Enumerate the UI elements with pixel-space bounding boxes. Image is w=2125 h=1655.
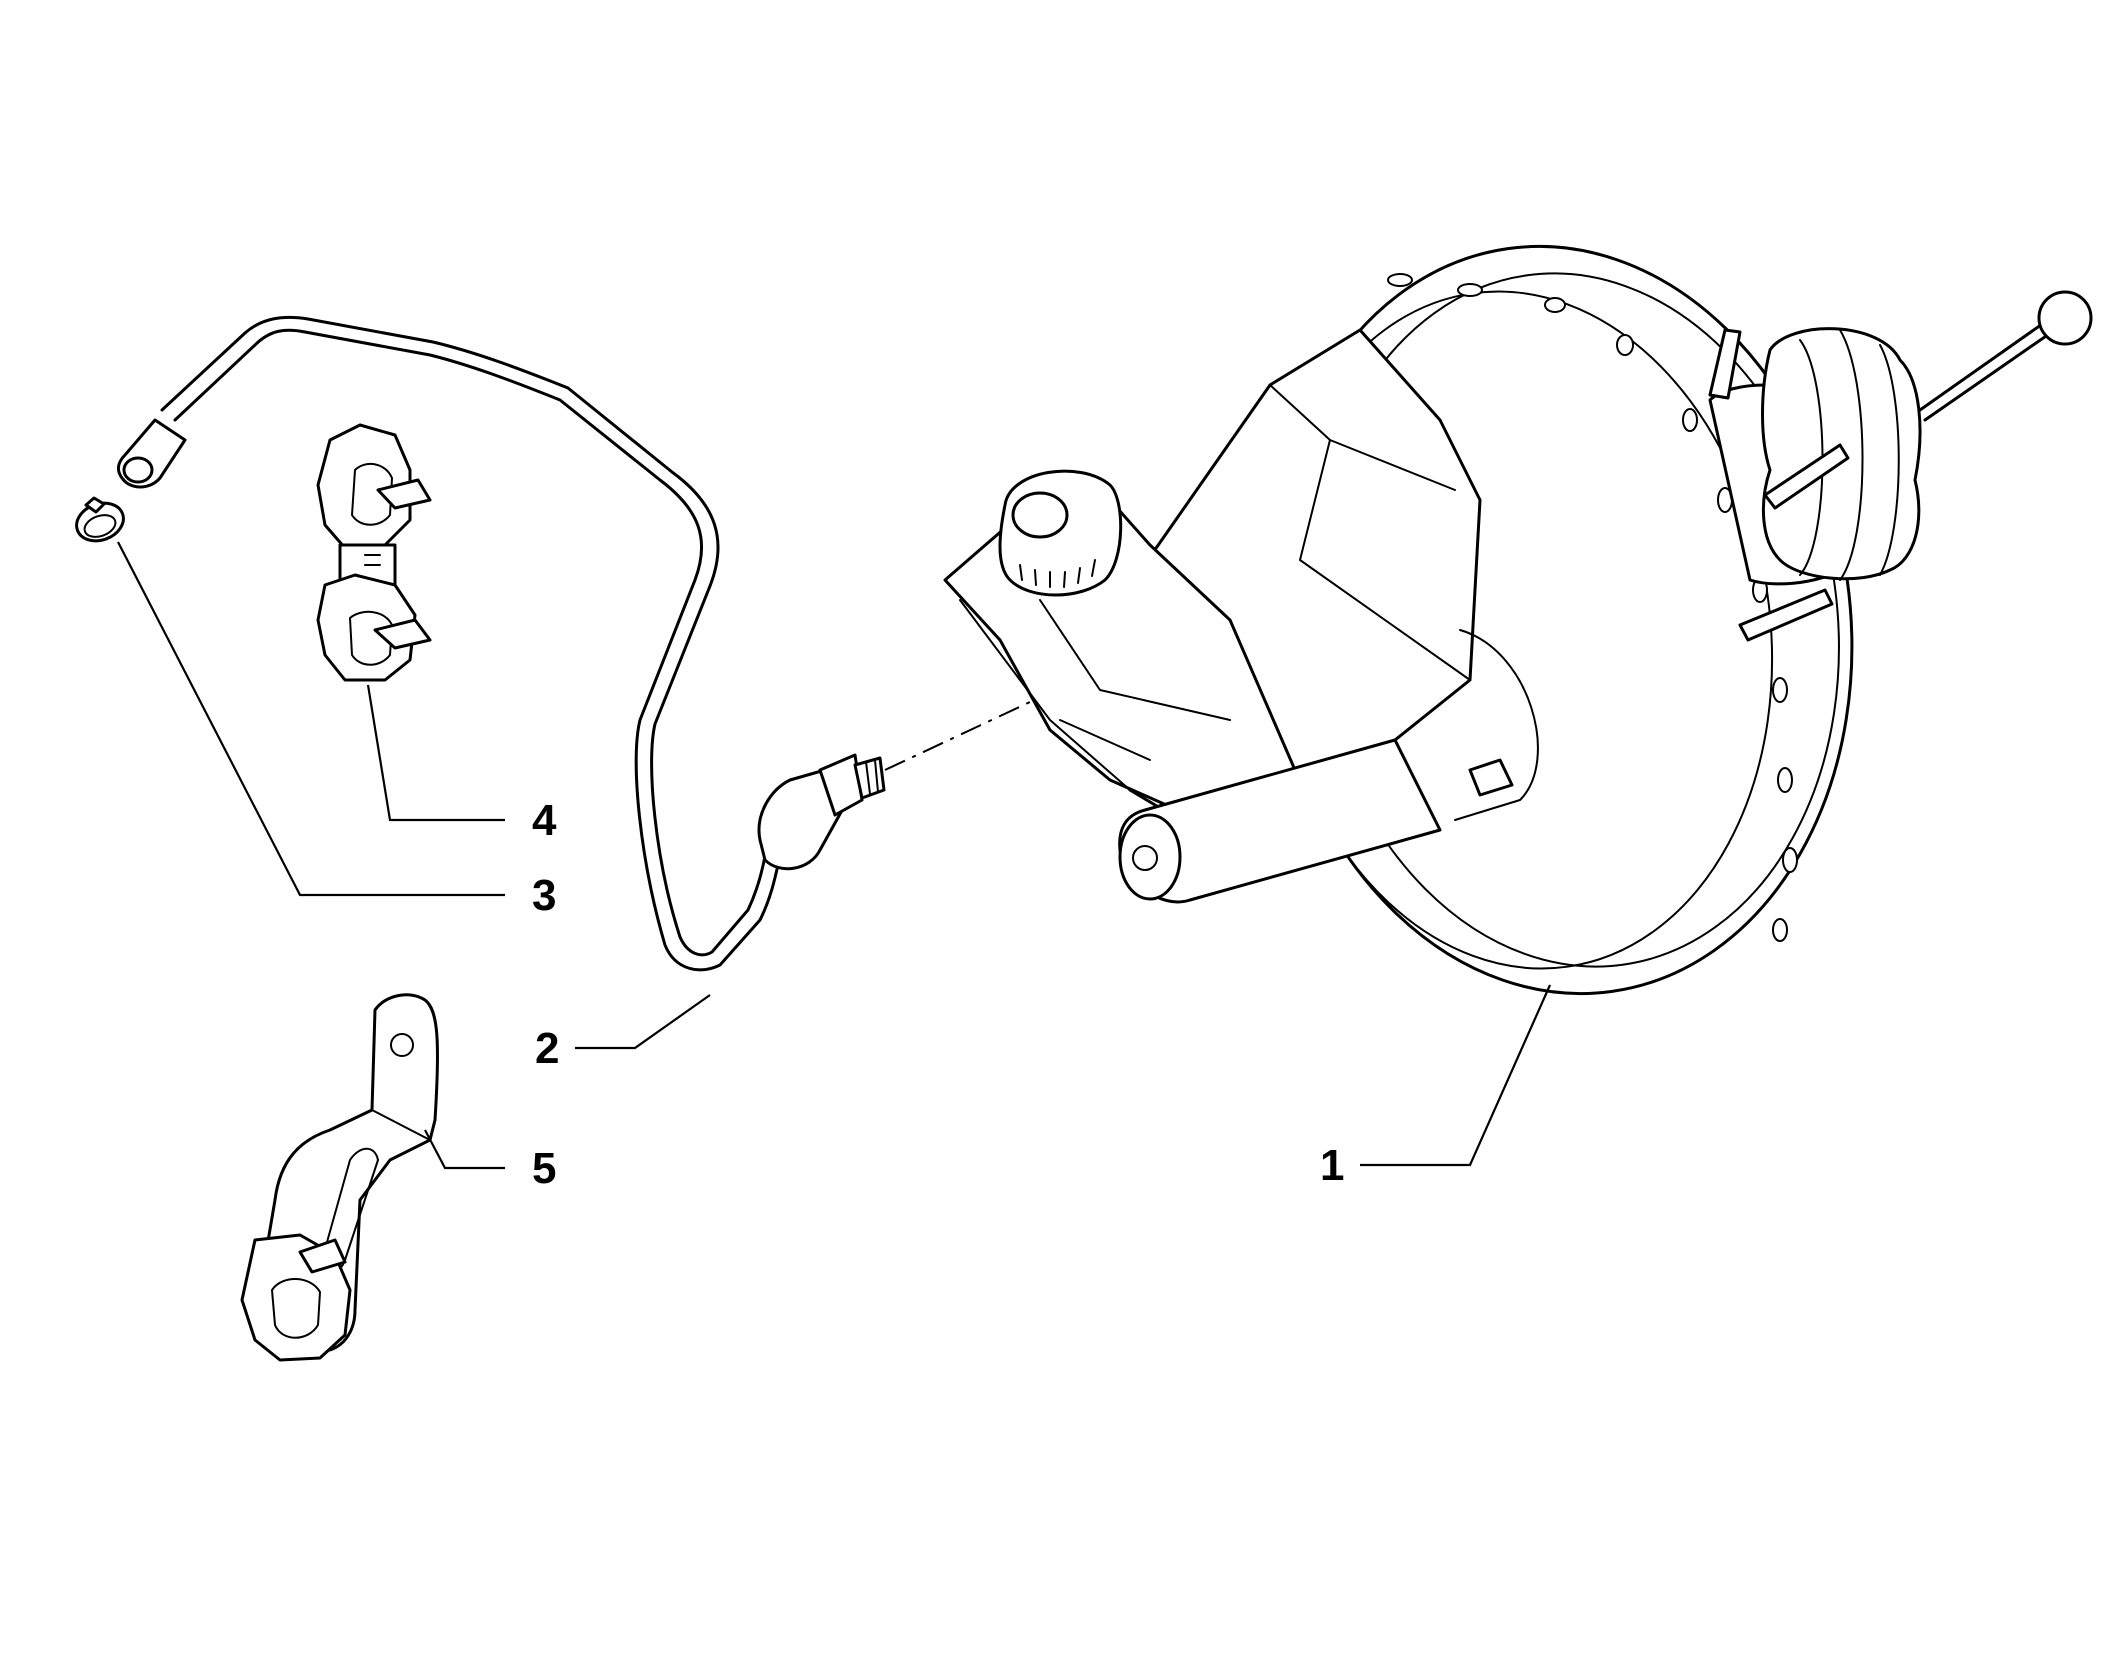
bracket-part-5[interactable] [240, 993, 440, 1362]
bracket-hole [390, 1033, 414, 1057]
leader-5 [424, 1129, 505, 1170]
bracket-clip-latch [298, 1238, 347, 1274]
callout-2: 2 [535, 1024, 559, 1073]
holder-latch-upper [376, 478, 432, 510]
push-rod [1918, 313, 2064, 422]
clip-ring-inner [83, 514, 117, 538]
bore-port [1132, 845, 1158, 871]
hose-clip-part-3[interactable] [71, 496, 128, 547]
hose-end-opening [122, 456, 154, 484]
flange-detail [1454, 629, 1539, 821]
bracket-fold [371, 1109, 431, 1141]
holder-stem-mark [364, 554, 381, 566]
callout-4: 4 [532, 796, 557, 845]
leader-2 [575, 994, 711, 1050]
hose-inner-line [160, 315, 792, 957]
check-valve-body [818, 753, 864, 817]
master-cylinder-edge [1269, 384, 1471, 681]
leader-3 [117, 541, 505, 897]
leader-lines [117, 541, 1552, 1170]
bore-end [1118, 813, 1182, 901]
push-rod-ball [2037, 290, 2093, 346]
cap-knurl [1019, 559, 1096, 588]
reservoir-cap-top [1011, 491, 1069, 539]
callout-5: 5 [532, 1144, 556, 1193]
holder-latch [373, 618, 432, 650]
nipple-ribs [865, 759, 879, 795]
holder-upper-opening [351, 462, 393, 526]
reservoir-detail [959, 599, 1231, 791]
alignment-centerline [884, 701, 1031, 771]
flange-bolt [1468, 758, 1514, 797]
mounting-studs [1708, 328, 1850, 642]
hose-outer-line [173, 328, 807, 972]
leader-4 [366, 684, 505, 822]
callout-labels: 1 2 3 4 5 [532, 796, 1344, 1193]
callout-1: 1 [1320, 1141, 1344, 1190]
holder-lower-opening [349, 610, 393, 666]
bracket-clip-opening [271, 1278, 321, 1339]
brake-booster-part-1[interactable] [943, 208, 2093, 1031]
clip-tab [84, 496, 106, 514]
reservoir-cap [998, 469, 1123, 597]
callout-3: 3 [532, 871, 556, 920]
vacuum-hose-part-2[interactable] [116, 315, 886, 972]
hose-holder-part-4[interactable] [316, 423, 432, 682]
leader-1 [1360, 984, 1552, 1167]
